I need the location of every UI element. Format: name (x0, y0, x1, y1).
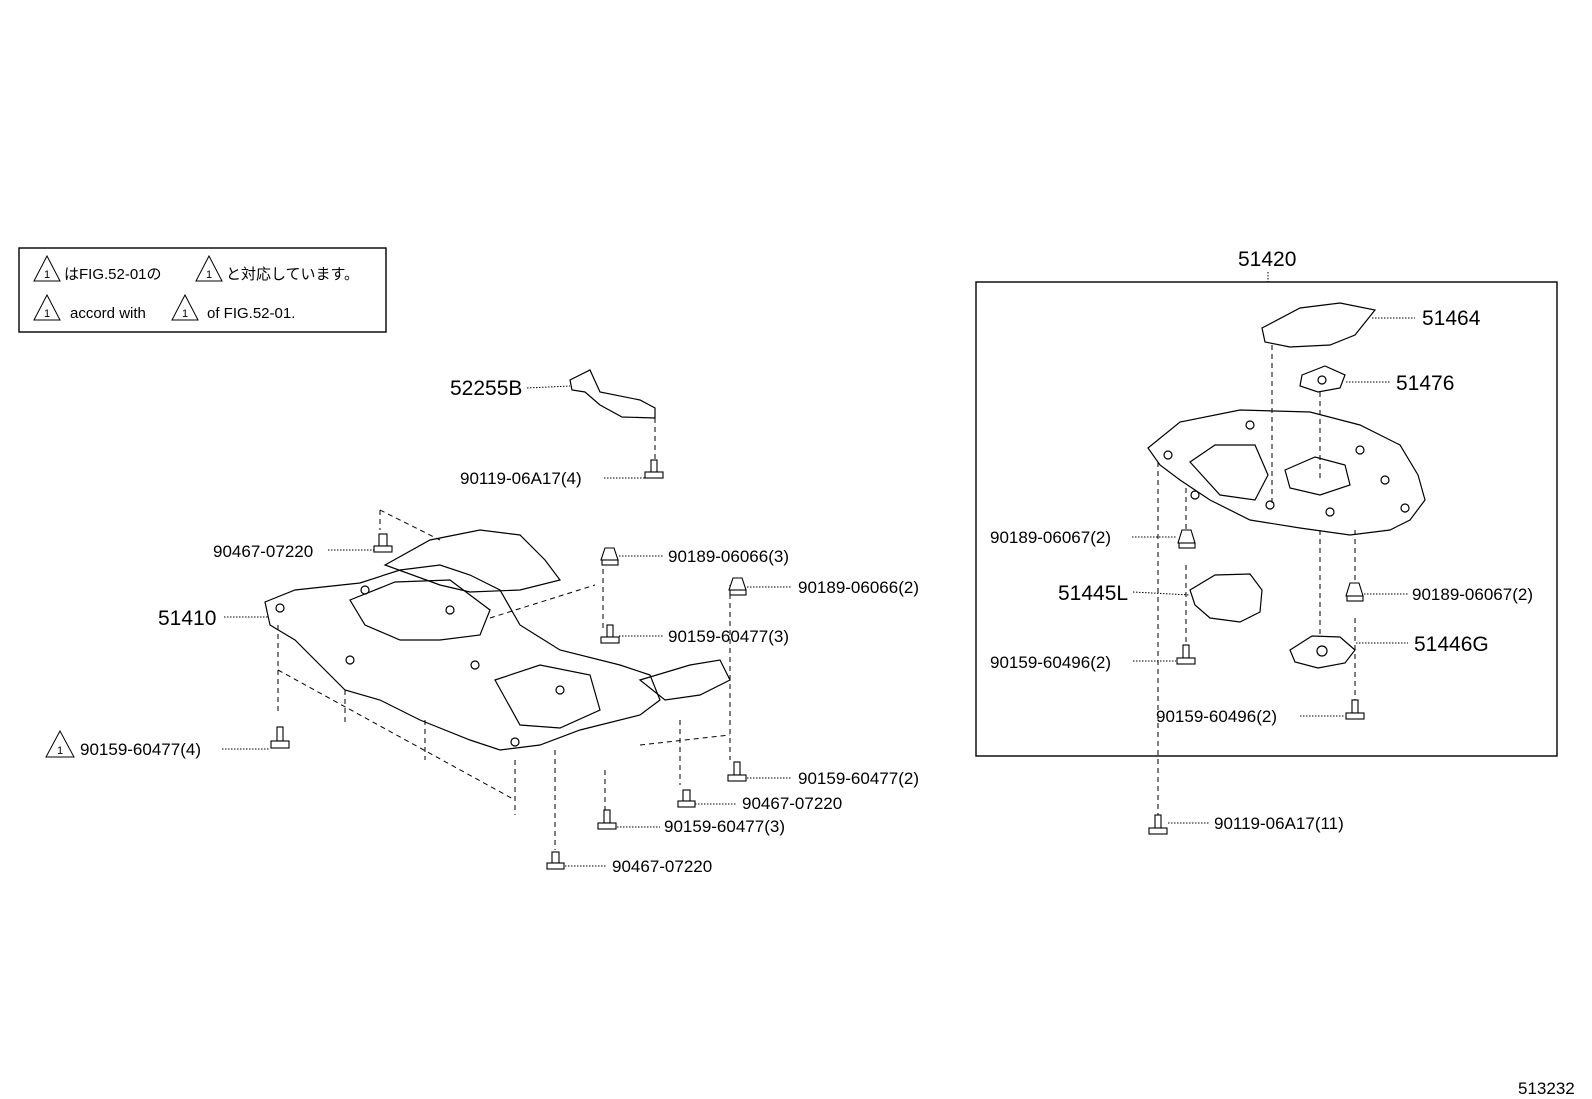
part-90467-07220-top: 90467-07220 (213, 542, 313, 561)
notice-line2-prefix: accord with (70, 305, 146, 322)
part-90189-06067-2b: 90189-06067(2) (1412, 585, 1533, 604)
svg-text:1: 1 (57, 745, 63, 757)
part-90467-07220-bot: 90467-07220 (612, 857, 712, 876)
under-cover-51420 (1147, 409, 1426, 815)
part-90119-06A17-4: 90119-06A17(4) (460, 469, 582, 488)
warning-icon: 1 (33, 254, 61, 282)
figure-number: 513232 (1518, 1079, 1575, 1098)
part-90467-07220-mid: 90467-07220 (742, 794, 842, 813)
bolt-icon (270, 726, 290, 749)
bolt-icon (1176, 644, 1196, 665)
part-51410: 51410 (158, 607, 216, 630)
warning-icon: 1 (195, 254, 223, 282)
clip-icon (677, 789, 696, 808)
nut-icon (728, 577, 747, 596)
svg-text:1: 1 (182, 308, 188, 320)
svg-text:1: 1 (206, 269, 212, 281)
warning-icon: 1 (33, 293, 61, 321)
part-51464: 51464 (1422, 307, 1481, 330)
svg-text:1: 1 (44, 269, 50, 281)
pad-51464 (1261, 302, 1415, 505)
notice-line2-suffix: of FIG.52-01. (207, 305, 295, 322)
part-51476: 51476 (1396, 372, 1454, 395)
bolt-icon (1148, 814, 1168, 835)
warning-icon: 1 (171, 293, 199, 321)
bolt-icon (644, 459, 664, 479)
part-90189-06066-2: 90189-06066(2) (798, 578, 919, 597)
part-90159-60496-2b: 90159-60496(2) (1156, 707, 1277, 726)
part-52255B: 52255B (450, 377, 522, 400)
part-51445L: 51445L (1058, 582, 1128, 605)
part-90159-60477-4: 90159-60477(4) (80, 740, 201, 759)
svg-text:1: 1 (44, 308, 50, 320)
plate-51446G (1289, 635, 1408, 669)
part-90159-60477-3b: 90159-60477(3) (664, 817, 785, 836)
warning-icon: 1 (45, 729, 75, 758)
bolt-icon (597, 809, 617, 830)
notice-line1-suffix: と対応しています。 (226, 266, 359, 283)
assembly-51420-frame (975, 281, 1558, 757)
part-90159-60477-3a: 90159-60477(3) (668, 627, 789, 646)
bolt-icon (1345, 699, 1365, 720)
seal-51445L (1132, 573, 1263, 623)
notice-box: 1 はFIG.52-01の 1 と対応しています。 1 accord with … (18, 247, 387, 333)
clip-icon (546, 851, 565, 870)
part-51446G: 51446G (1414, 633, 1489, 656)
plate-51476 (1299, 365, 1390, 480)
part-51420: 51420 (1238, 248, 1296, 271)
part-90189-06067-2a: 90189-06067(2) (990, 528, 1111, 547)
bolt-icon (727, 761, 747, 782)
part-90159-60477-2: 90159-60477(2) (798, 769, 919, 788)
bolt-icon (600, 624, 620, 644)
nut-icon (1177, 529, 1196, 549)
part-90159-60496-2a: 90159-60496(2) (990, 653, 1111, 672)
bracket-52255B (526, 369, 656, 460)
nut-icon (1345, 582, 1364, 602)
notice-line1-prefix: はFIG.52-01の (64, 266, 162, 283)
part-90189-06066-3: 90189-06066(3) (668, 547, 789, 566)
clip-icon (373, 533, 393, 553)
nut-icon (600, 547, 619, 566)
part-90119-06A17-11: 90119-06A17(11) (1214, 814, 1344, 833)
under-cover-51410 (264, 509, 731, 850)
